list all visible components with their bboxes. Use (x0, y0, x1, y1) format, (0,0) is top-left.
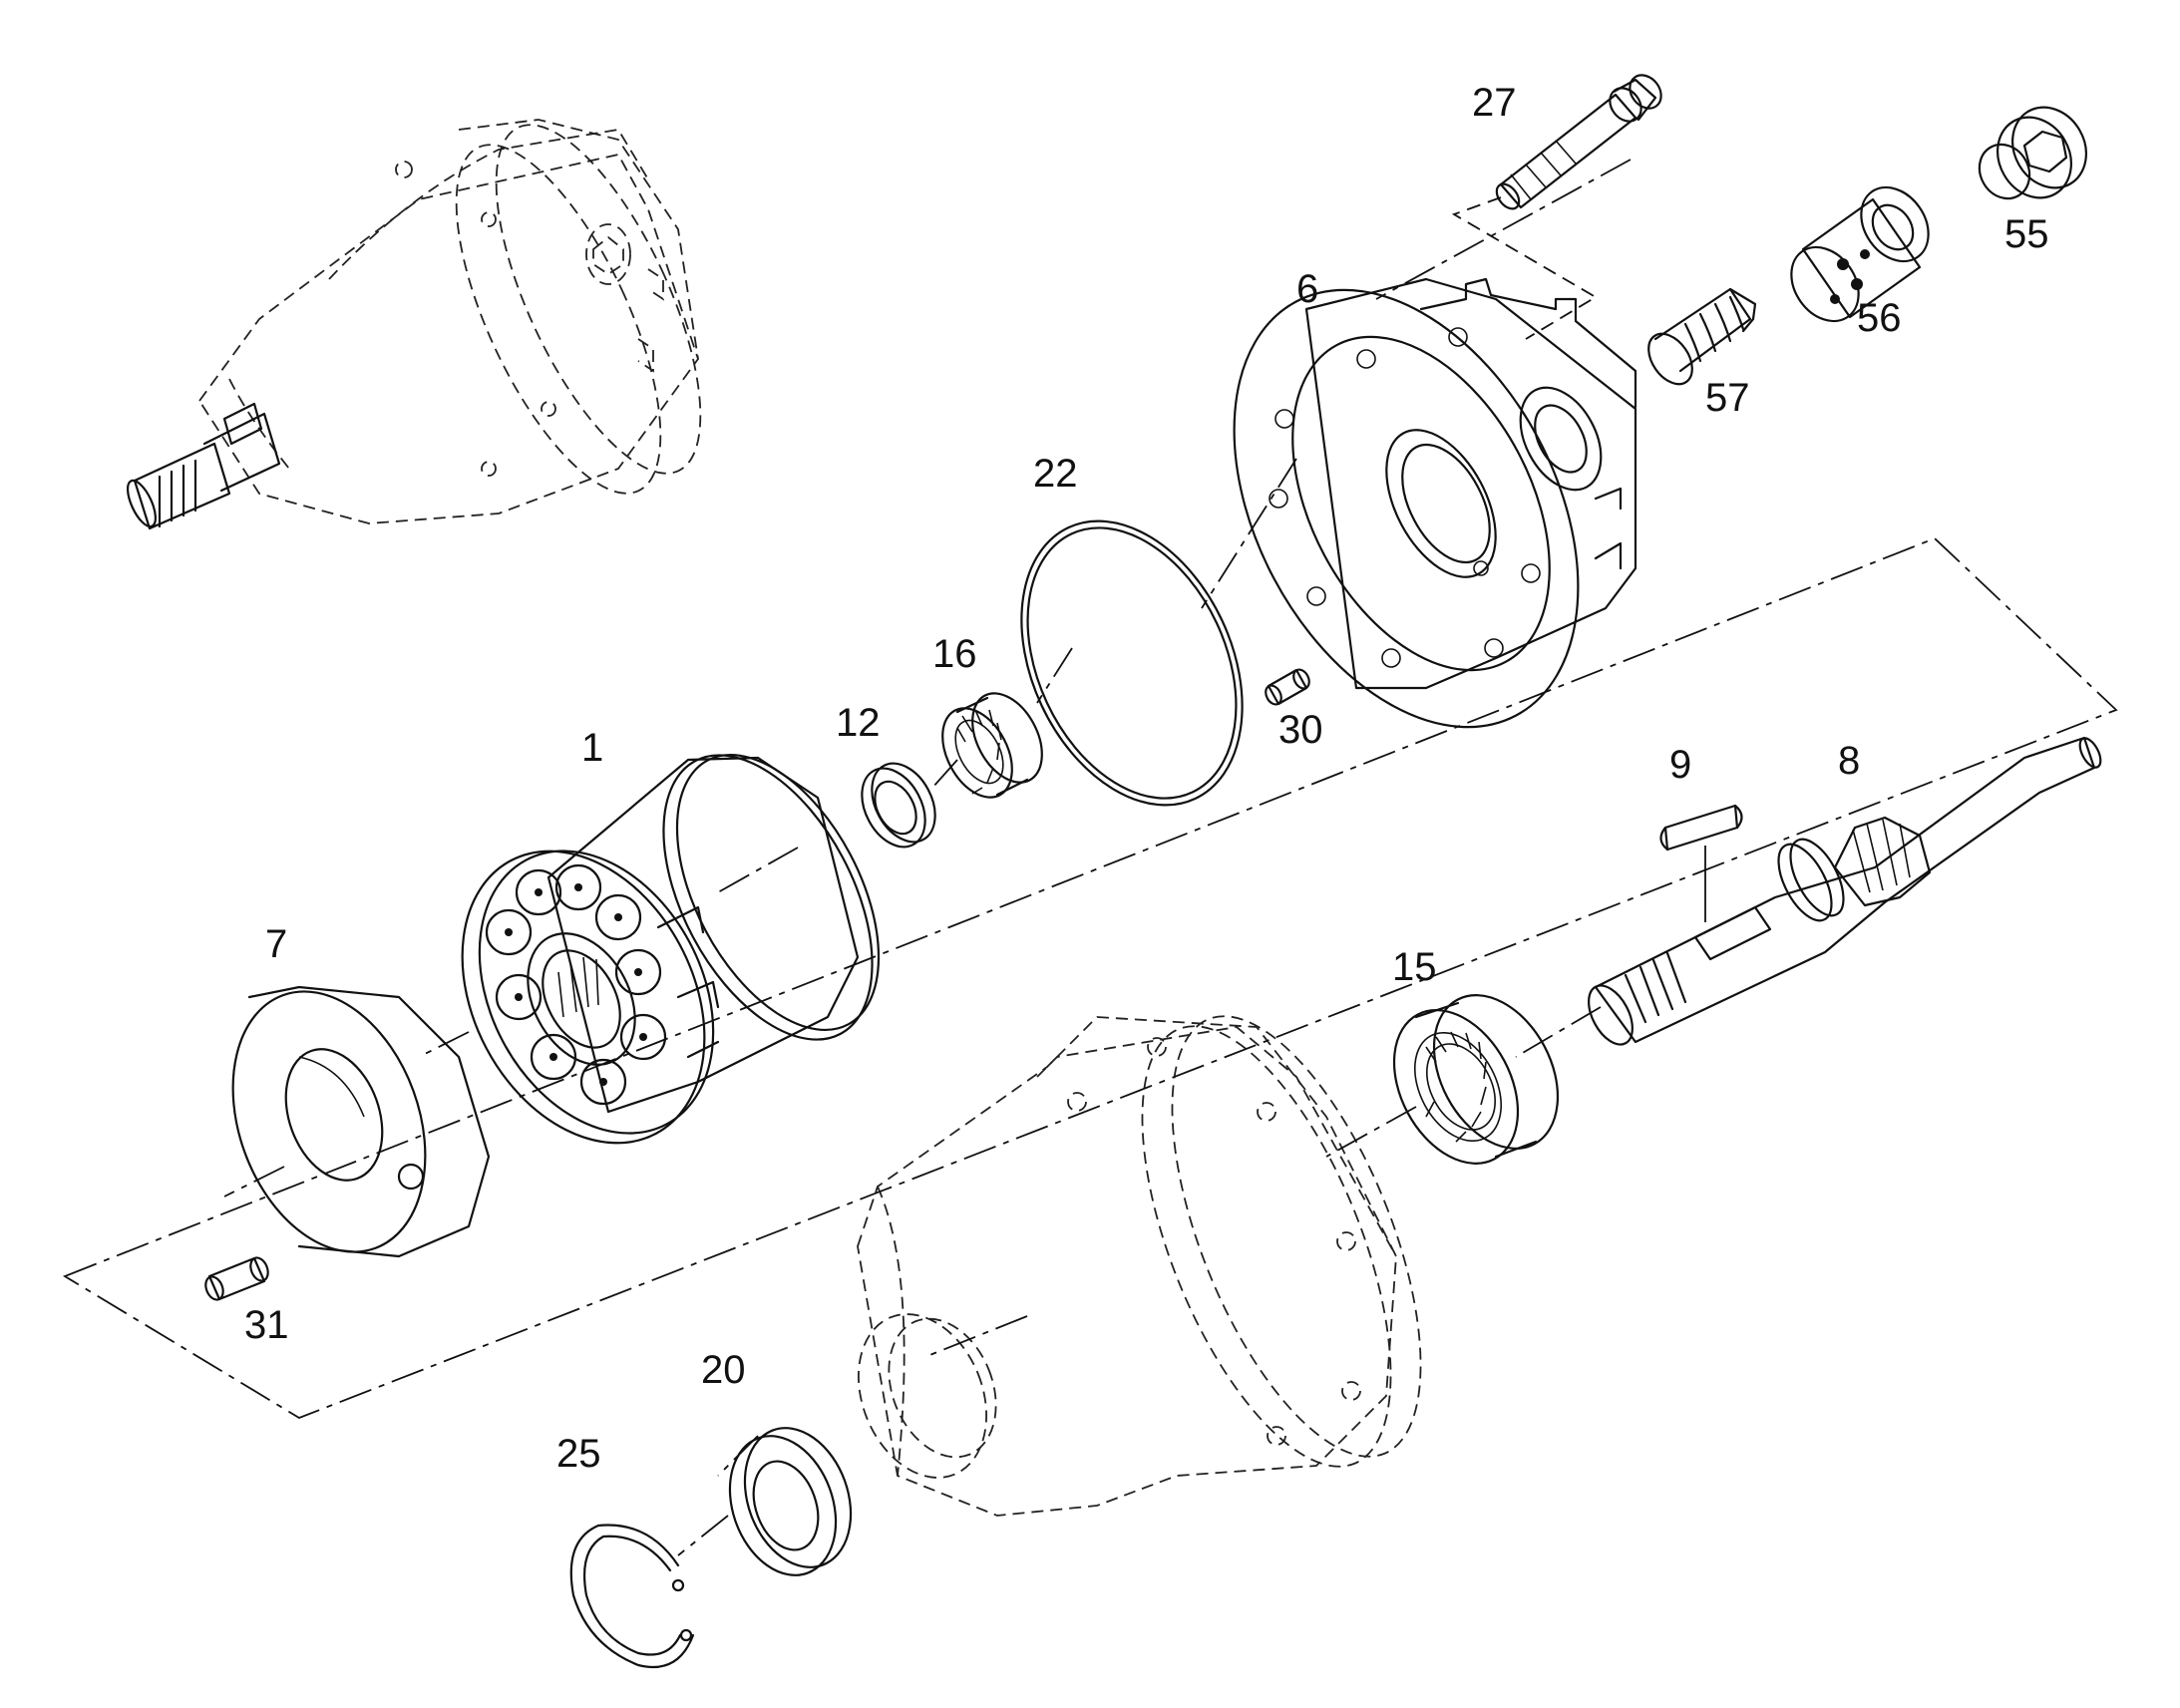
callout-labels: 1 6 7 8 9 12 15 16 20 22 25 27 30 31 55 … (244, 81, 2049, 1476)
callout-25: 25 (556, 1432, 601, 1476)
assembly-axis (223, 159, 1632, 1556)
callout-27: 27 (1472, 81, 1517, 125)
part-1-cylinder-block (461, 753, 881, 1145)
part-25-retaining-ring (569, 1524, 695, 1669)
callout-30: 30 (1278, 708, 1323, 752)
part-9-key (1659, 804, 1743, 852)
part-55-plug (1978, 106, 2087, 200)
part-housing-ghost (857, 1015, 1422, 1517)
callout-31: 31 (244, 1303, 289, 1347)
callout-56: 56 (1857, 296, 1902, 340)
assembly-boundary (62, 536, 2118, 1419)
callout-8: 8 (1838, 739, 1860, 783)
part-31-dowel-pin (204, 1256, 269, 1301)
part-8-shaft (1588, 736, 2102, 1046)
part-16-needle-bearing (941, 692, 1043, 799)
callout-55: 55 (2004, 212, 2049, 256)
leader-27 (1451, 196, 1598, 340)
callout-9: 9 (1669, 743, 1691, 787)
callout-20: 20 (701, 1348, 746, 1392)
part-6-end-cover (1233, 277, 1637, 729)
callout-57: 57 (1705, 376, 1750, 420)
callout-15: 15 (1392, 945, 1437, 989)
part-7-swash-plate (231, 985, 491, 1258)
assembled-motor-overview (126, 119, 702, 530)
piston-bores (485, 863, 667, 1106)
part-20-shaft-seal (728, 1427, 853, 1576)
part-22-o-ring (1020, 519, 1244, 807)
callout-12: 12 (836, 701, 881, 745)
callout-6: 6 (1296, 267, 1318, 311)
part-27-cap-screw (1495, 74, 1662, 210)
part-30-dowel-pin (1265, 668, 1310, 706)
part-57-spring-poppet (1647, 287, 1757, 386)
callout-1: 1 (581, 726, 603, 770)
callout-22: 22 (1033, 452, 1078, 496)
part-15-roller-bearing (1392, 994, 1560, 1165)
callout-7: 7 (265, 922, 287, 966)
part-56-valve-seat (1790, 185, 1930, 323)
part-12-ring (861, 762, 936, 849)
callout-16: 16 (932, 632, 977, 676)
